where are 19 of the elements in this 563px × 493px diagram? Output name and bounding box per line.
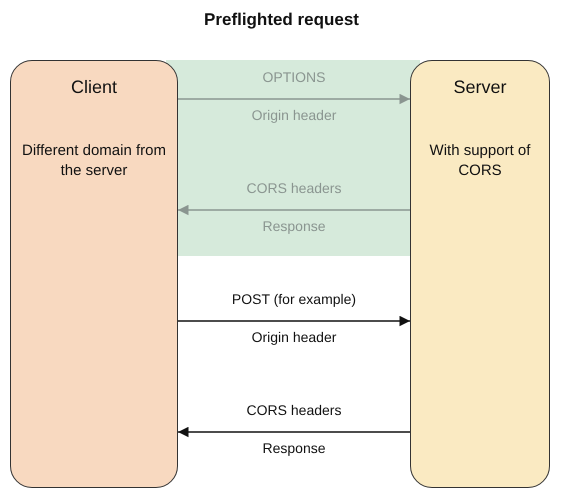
arrow — [178, 316, 410, 326]
edge-label: CORS headers — [246, 402, 342, 418]
arrow — [178, 426, 410, 438]
server-box — [410, 60, 550, 488]
message-note: Response — [261, 218, 327, 234]
node-description: Different domain from the server — [21, 141, 167, 181]
message-note: Origin header — [250, 329, 338, 345]
edge-label: POST (for example) — [230, 291, 358, 307]
node-heading: Server — [452, 77, 508, 98]
arrow — [178, 94, 410, 104]
edge-label: OPTIONS — [261, 69, 326, 85]
node-heading: Client — [70, 77, 118, 98]
edge-label: CORS headers — [246, 180, 342, 196]
message-note: Origin header — [250, 107, 338, 123]
diagram-title: Preflighted request — [203, 10, 360, 30]
node-description: With support of CORS — [428, 141, 532, 181]
client-box — [10, 60, 178, 488]
message-note: Response — [261, 440, 327, 456]
arrow — [178, 204, 410, 216]
